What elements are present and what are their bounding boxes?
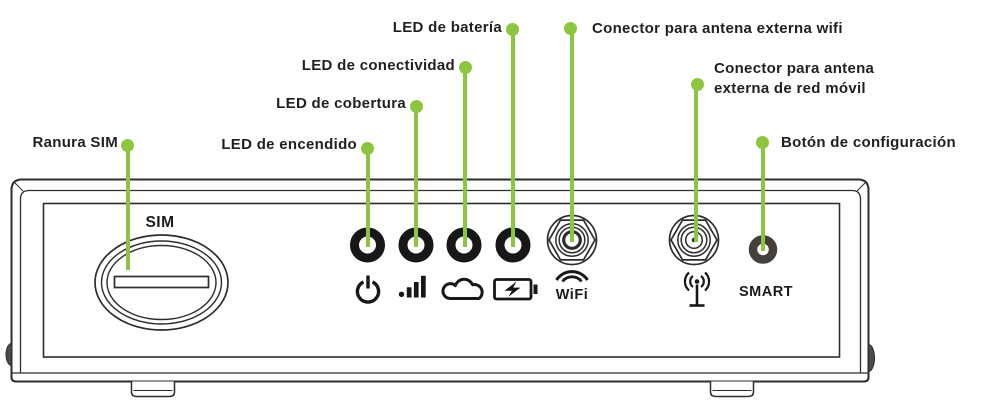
wifi-arcs-icon — [555, 270, 589, 283]
callout-line-led-encendido — [366, 149, 370, 247]
callout-dot-led-encendido — [361, 142, 374, 155]
smart-button-label: SMART — [738, 284, 794, 300]
callout-line-antena-movil — [694, 85, 698, 242]
callout-dot-antena-movil — [691, 78, 704, 91]
callout-dot-led-conectividad — [459, 61, 472, 74]
callout-line-ranura-sim — [126, 146, 130, 270]
signal-strength-icon — [398, 275, 426, 298]
label-led-bateria: LED de batería — [392, 19, 502, 36]
battery-icon — [493, 278, 538, 301]
callout-line-led-conectividad — [463, 68, 467, 247]
label-boton-config: Botón de configuración — [781, 134, 956, 151]
label-antena-movil-line1: Conector para antena — [714, 60, 875, 77]
callout-line-antena-wifi — [570, 29, 574, 242]
power-icon — [355, 275, 381, 304]
label-antena-movil-line2: externa de red móvil — [714, 80, 866, 97]
label-antena-wifi: Conector para antena externa wifi — [592, 20, 843, 37]
callout-dot-led-bateria — [506, 23, 519, 36]
label-led-encendido: LED de encendido — [221, 136, 357, 153]
callout-dot-ranura-sim — [121, 139, 134, 152]
callout-line-led-bateria — [511, 30, 515, 247]
callout-dot-led-cobertura — [410, 100, 423, 113]
wifi-port-label: WiFi — [555, 287, 589, 303]
callout-line-boton-config — [761, 143, 765, 251]
antenna-icon — [683, 271, 711, 307]
label-ranura-sim: Ranura SIM — [32, 134, 118, 151]
label-led-cobertura: LED de cobertura — [276, 95, 406, 112]
sim-slot — [94, 234, 229, 331]
cloud-icon — [441, 277, 484, 300]
device-feet — [130, 381, 755, 398]
side-screws — [5, 342, 875, 373]
callout-dot-boton-config — [756, 136, 769, 149]
label-antena-movil: Conector para antena externa de red móvi… — [714, 59, 874, 99]
sim-slot-label: SIM — [145, 214, 175, 231]
callout-line-led-cobertura — [414, 107, 418, 247]
callout-dot-antena-wifi — [564, 22, 577, 35]
label-led-conectividad: LED de conectividad — [301, 57, 455, 74]
